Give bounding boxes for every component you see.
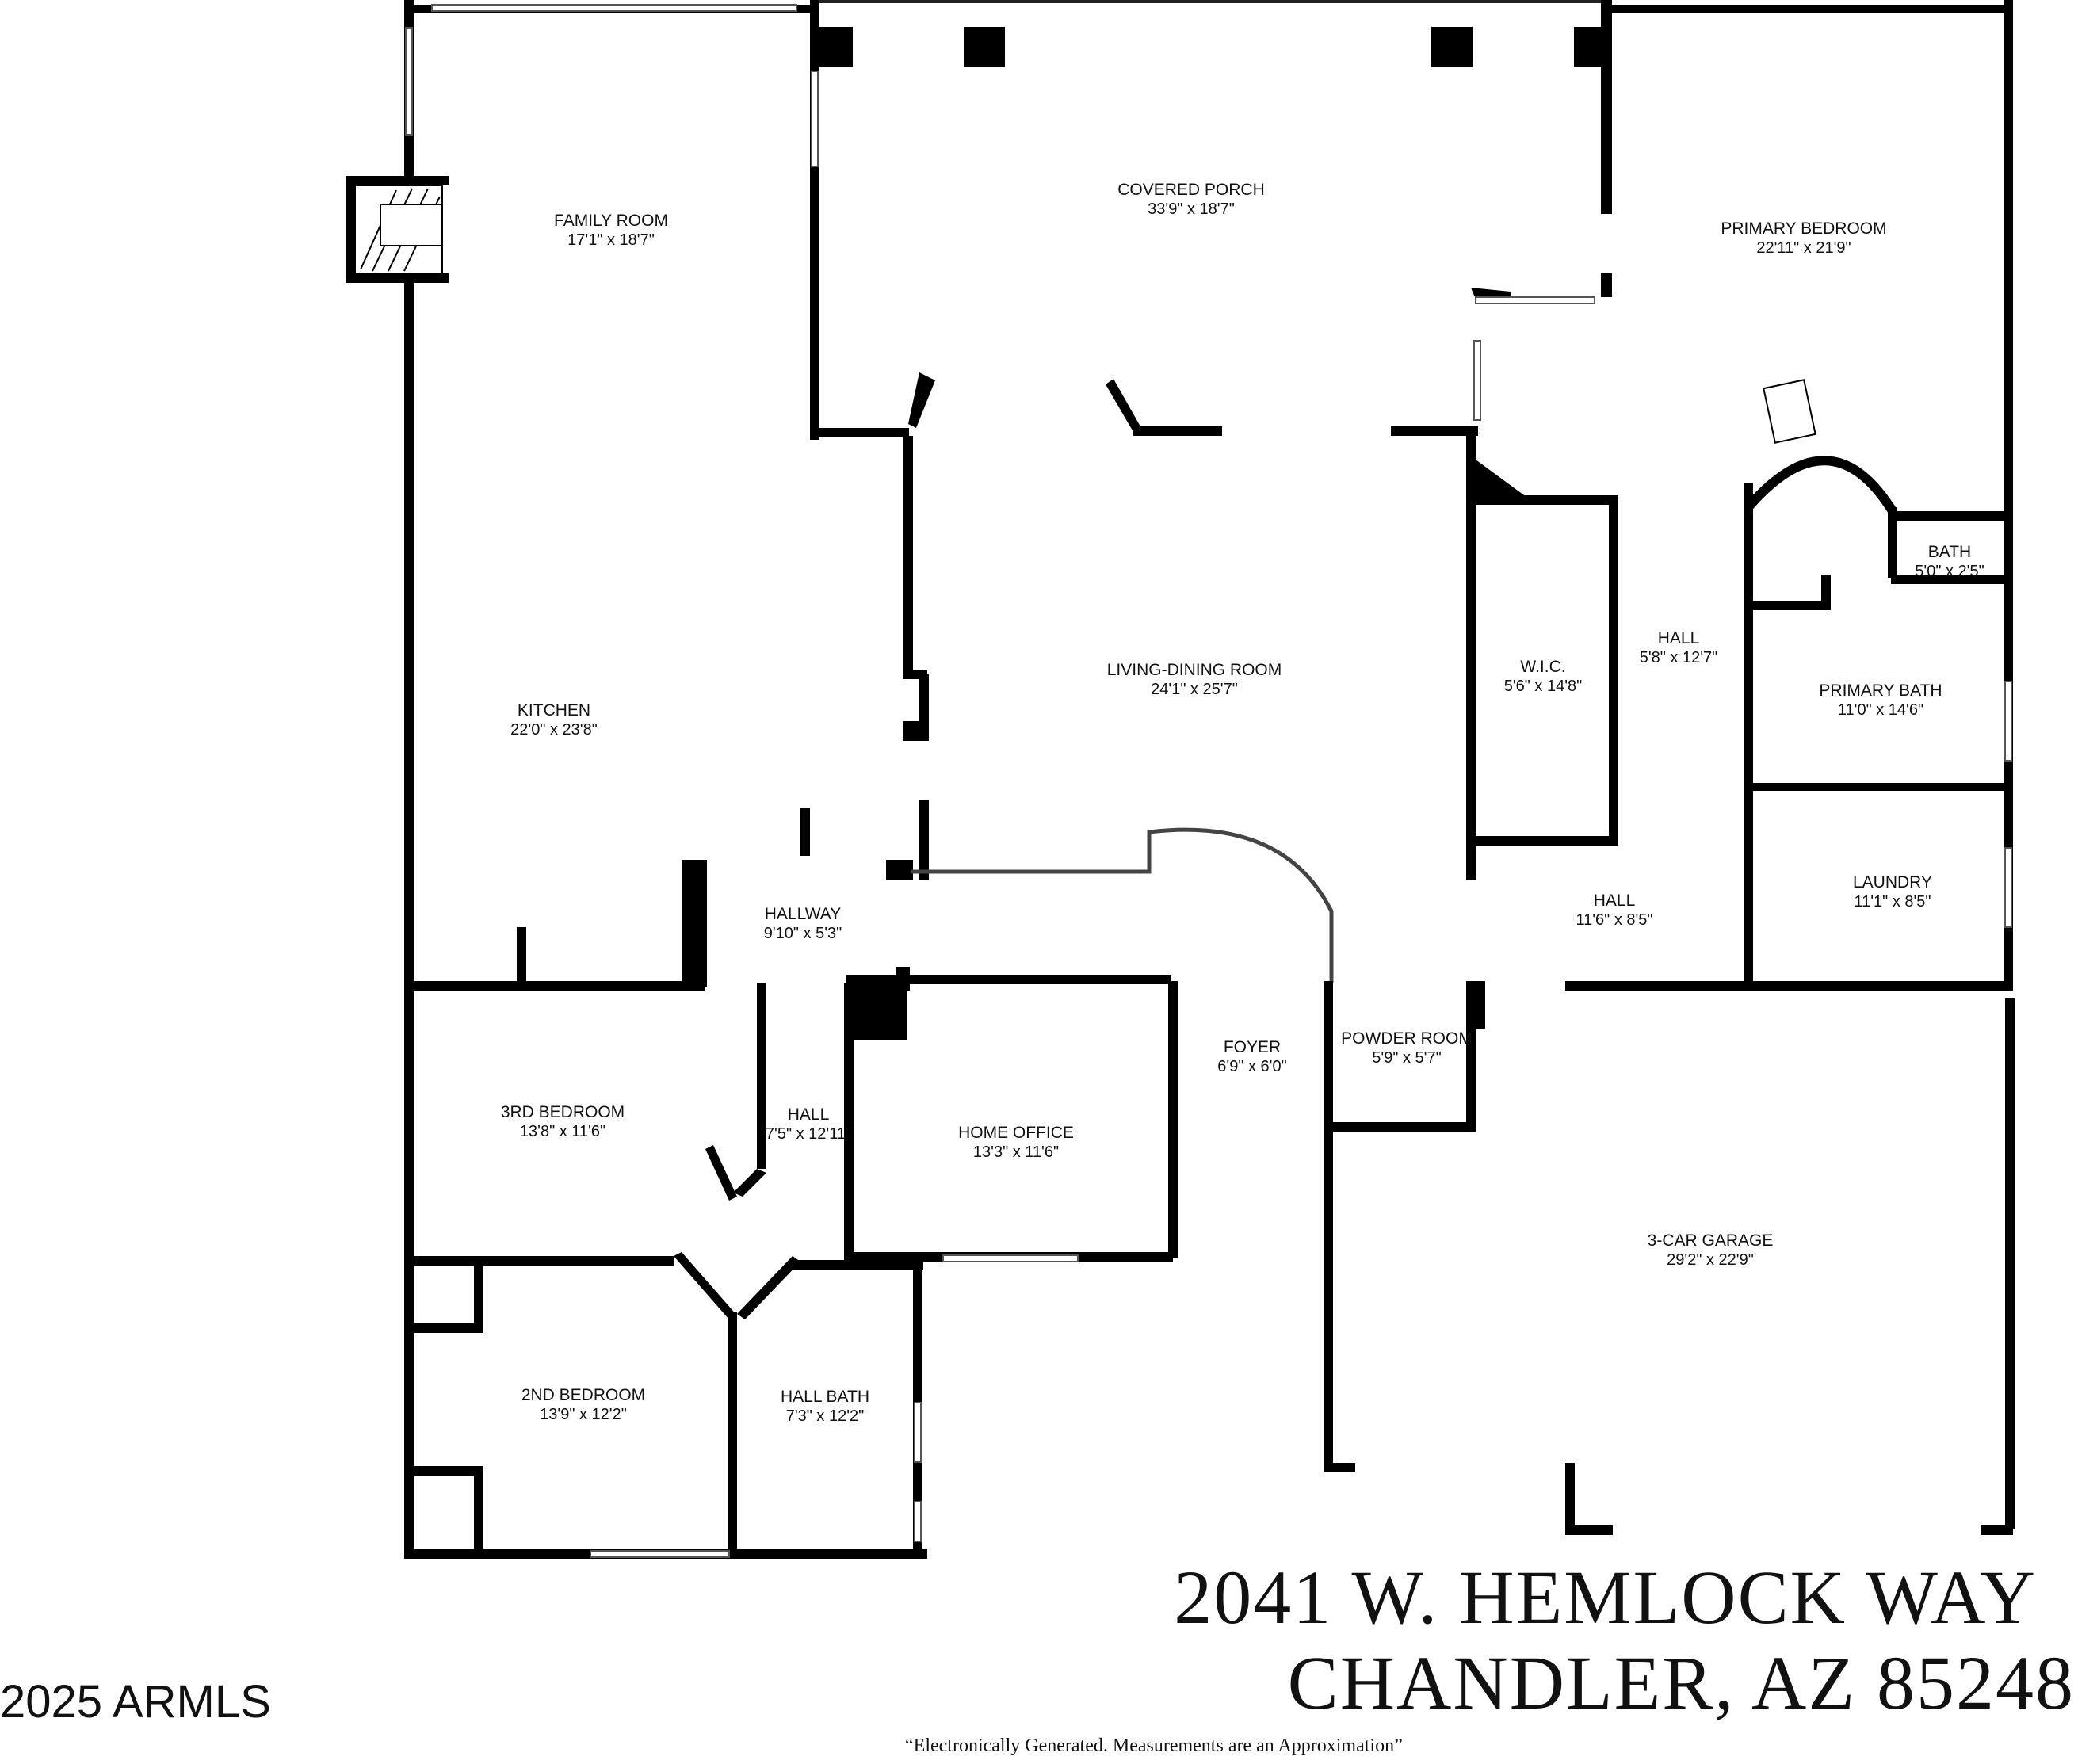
bath-dim: 5'0" x 2'5" (1915, 563, 1984, 580)
primary-bath-dim: 11'0" x 14'6" (1838, 701, 1923, 719)
powder-room-label: POWDER ROOM (1341, 1029, 1473, 1048)
copyright-watermark: 2025 ARMLS (0, 1676, 271, 1728)
laundry-dim: 11'1" x 8'5" (1854, 893, 1931, 911)
laundry-label: LAUNDRY (1853, 873, 1932, 892)
covered-porch-label: COVERED PORCH (1117, 181, 1265, 199)
bath-label: BATH (1928, 543, 1971, 561)
family-room-label: FAMILY ROOM (554, 212, 668, 230)
disclaimer: “Electronically Generated. Measurements … (905, 1735, 1403, 1756)
hall-bath-dim: 7'3" x 12'2" (786, 1407, 865, 1425)
fireplace-hatch (360, 188, 443, 272)
primary-bedroom-dim: 22'11" x 21'9" (1756, 239, 1851, 257)
address-line-2: CHANDLER, AZ 85248 (1287, 1640, 2075, 1725)
hallway-label: HALLWAY (765, 905, 841, 923)
powder-room-dim: 5'9" x 5'7" (1372, 1049, 1441, 1067)
home-office-dim: 13'3" x 11'6" (973, 1144, 1059, 1161)
garage-label: 3-CAR GARAGE (1648, 1231, 1774, 1250)
hall-laundry-dim: 11'6" x 8'5" (1576, 911, 1652, 929)
primary-bath-label: PRIMARY BATH (1819, 682, 1942, 700)
hall-bath-label: HALL BATH (781, 1388, 869, 1406)
covered-porch-dim: 33'9" x 18'7" (1148, 200, 1235, 218)
third-bedroom-dim: 13'8" x 11'6" (520, 1123, 605, 1140)
address-line-1: 2041 W. HEMLOCK WAY (1174, 1555, 2037, 1640)
kitchen-dim: 22'0" x 23'8" (510, 721, 598, 739)
third-bedroom-label: 3RD BEDROOM (501, 1103, 625, 1121)
living-dining-label: LIVING-DINING ROOM (1107, 661, 1282, 679)
second-bedroom-dim: 13'9" x 12'2" (540, 1406, 627, 1423)
hall-bedrooms-label: HALL (788, 1105, 830, 1124)
garage-dim: 29'2" x 22'9" (1667, 1251, 1754, 1269)
family-room-dim: 17'1" x 18'7" (567, 231, 655, 249)
wic-dim: 5'6" x 14'8" (1504, 678, 1583, 695)
primary-bedroom-label: PRIMARY BEDROOM (1721, 220, 1886, 238)
hall-primary-dim: 5'8" x 12'7" (1640, 649, 1718, 666)
living-dining-dim: 24'1" x 25'7" (1151, 681, 1238, 698)
home-office-label: HOME OFFICE (958, 1124, 1074, 1142)
second-bedroom-label: 2ND BEDROOM (521, 1386, 645, 1404)
hall-laundry-label: HALL (1594, 892, 1636, 910)
hallway-dim: 9'10" x 5'3" (764, 925, 842, 942)
tub-icon (1763, 379, 1816, 444)
hall-bedrooms-dim: 7'5" x 12'11" (766, 1125, 851, 1143)
kitchen-label: KITCHEN (518, 701, 590, 720)
room-labels: COVERED PORCH 33'9" x 18'7" FAMILY ROOM … (501, 181, 1984, 1425)
hall-primary-label: HALL (1658, 629, 1700, 647)
foyer-label: FOYER (1224, 1038, 1281, 1056)
foyer-dim: 6'9" x 6'0" (1217, 1058, 1286, 1075)
windows (405, 4, 2012, 1558)
wic-label: W.I.C. (1520, 658, 1565, 676)
